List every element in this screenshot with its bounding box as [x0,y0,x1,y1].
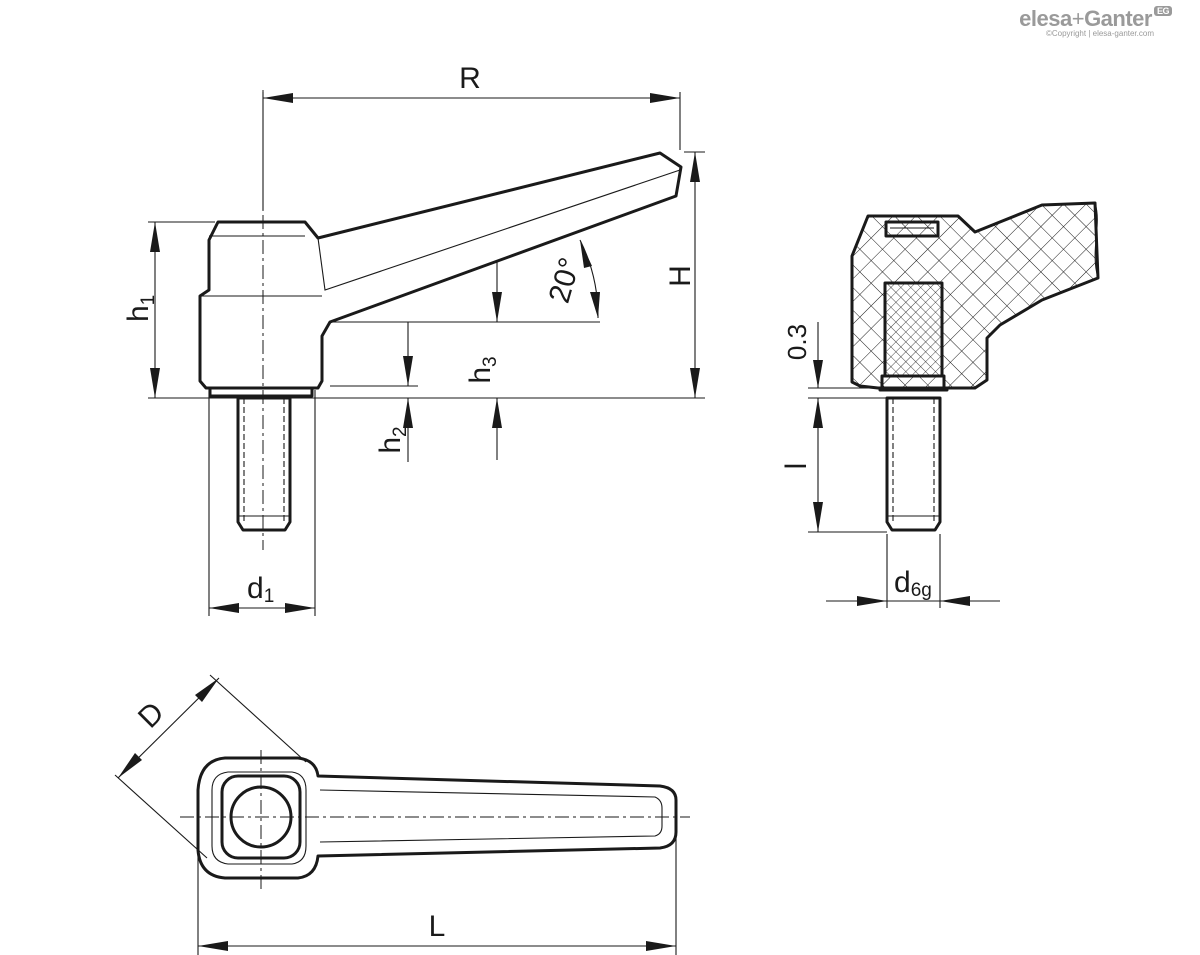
cap-insert [884,220,940,238]
label-D: D [132,696,171,735]
label-d6g: d6g [894,566,932,601]
label-H: H [664,265,697,287]
threaded-stud [236,396,292,532]
section-stud [885,396,942,532]
front-view-body [198,151,683,390]
label-L: L [429,910,446,943]
top-view: D L [114,674,690,955]
lever-ridge [317,169,681,291]
label-d1: d1 [247,572,274,607]
section-view: 0.3 l d6g [780,201,1100,608]
label-gap: 0.3 [782,324,812,360]
label-h1: h1 [122,295,159,322]
brand-copyright: ©Copyright | elesa-ganter.com [1045,29,1154,38]
label-R: R [459,62,481,95]
base-washer [208,386,314,398]
label-h2: h2 [374,426,411,453]
brand-plus: + [1071,6,1085,31]
brand-ganter: Ganter [1084,6,1152,31]
label-l: l [780,463,813,470]
threaded-insert [883,281,944,378]
brand-badge: EG [1153,6,1172,16]
brand-elesa: elesa [1019,6,1072,31]
label-angle: 20° [543,254,587,307]
label-h3: h3 [464,356,501,383]
front-view: R H h1 h3 h2 20° [122,62,705,616]
